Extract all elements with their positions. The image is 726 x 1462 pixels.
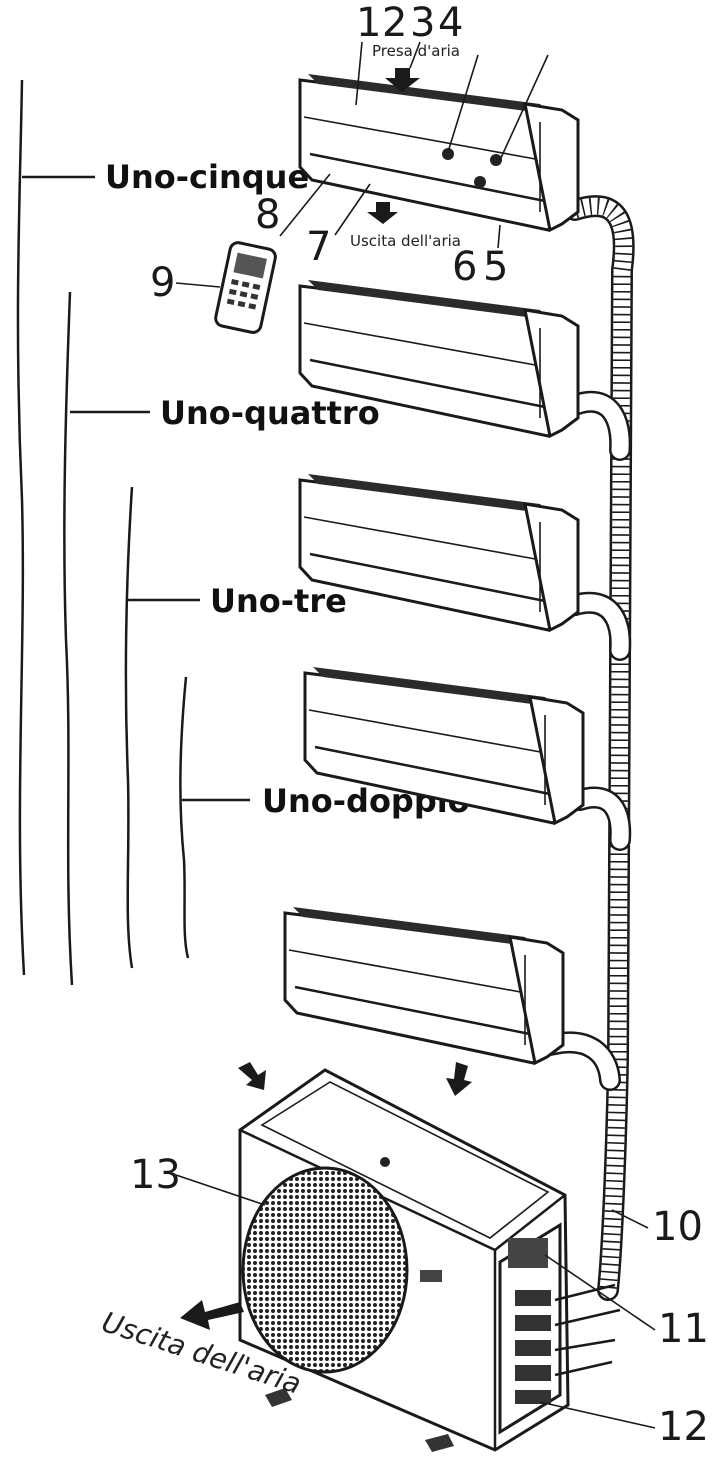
label-7: 7 — [306, 224, 331, 270]
wall-curve-five — [16, 79, 26, 976]
label-2: 2 — [382, 0, 407, 46]
leader-4b — [499, 54, 549, 161]
label-11: 11 — [658, 1306, 709, 1352]
leader-3 — [409, 41, 421, 69]
air-intake-arrow-icon — [385, 68, 420, 92]
wall-curve-four — [63, 291, 74, 986]
leader-1 — [355, 41, 363, 106]
indoor-unit-1 — [298, 72, 580, 232]
wall-curve-three — [124, 486, 134, 969]
indoor-display-dot — [490, 154, 502, 166]
leader-9 — [175, 282, 221, 288]
outdoor-unit — [180, 1062, 621, 1452]
down-arrow-right-icon — [446, 1062, 472, 1096]
refrigerant-pipe-bundle — [539, 195, 635, 1301]
label-10: 10 — [652, 1204, 703, 1250]
label-1: 1 — [356, 0, 381, 46]
leader-10 — [611, 1209, 649, 1229]
outdoor-logo-badge — [420, 1270, 442, 1282]
indoor-receiver-dot — [474, 176, 486, 188]
label-6: 6 — [452, 244, 477, 290]
leader-8 — [279, 173, 331, 237]
leader-7 — [334, 183, 371, 236]
wall-curve-two — [179, 676, 190, 959]
air-outlet-arrow-outdoor-icon — [180, 1300, 244, 1330]
label-13: 13 — [130, 1152, 181, 1198]
label-8: 8 — [255, 192, 280, 238]
label-3: 3 — [410, 0, 435, 46]
leader-13 — [175, 1174, 266, 1206]
air-outlet-arrow-icon — [367, 202, 398, 224]
remote-control — [214, 241, 277, 334]
label-4: 4 — [438, 0, 463, 46]
fan-grille — [241, 1166, 409, 1374]
config-label-four: Uno-quattro — [160, 394, 380, 432]
down-arrow-left-icon — [238, 1062, 266, 1090]
config-label-five: Uno-cinque — [105, 158, 309, 196]
indoor-sensor-dot — [442, 148, 454, 160]
foot-left — [265, 1388, 292, 1407]
indoor-unit-5 — [283, 905, 565, 1065]
leader-4 — [447, 54, 479, 153]
label-12: 12 — [658, 1404, 709, 1450]
label-5: 5 — [483, 244, 508, 290]
label-9: 9 — [150, 260, 175, 306]
air-outlet-label-indoor: Uscita dell'aria — [350, 232, 461, 250]
leader-5 — [497, 224, 501, 249]
config-label-three: Uno-tre — [210, 582, 347, 620]
foot-right — [425, 1434, 454, 1452]
leader-11 — [544, 1254, 656, 1331]
leader-12 — [539, 1401, 656, 1429]
